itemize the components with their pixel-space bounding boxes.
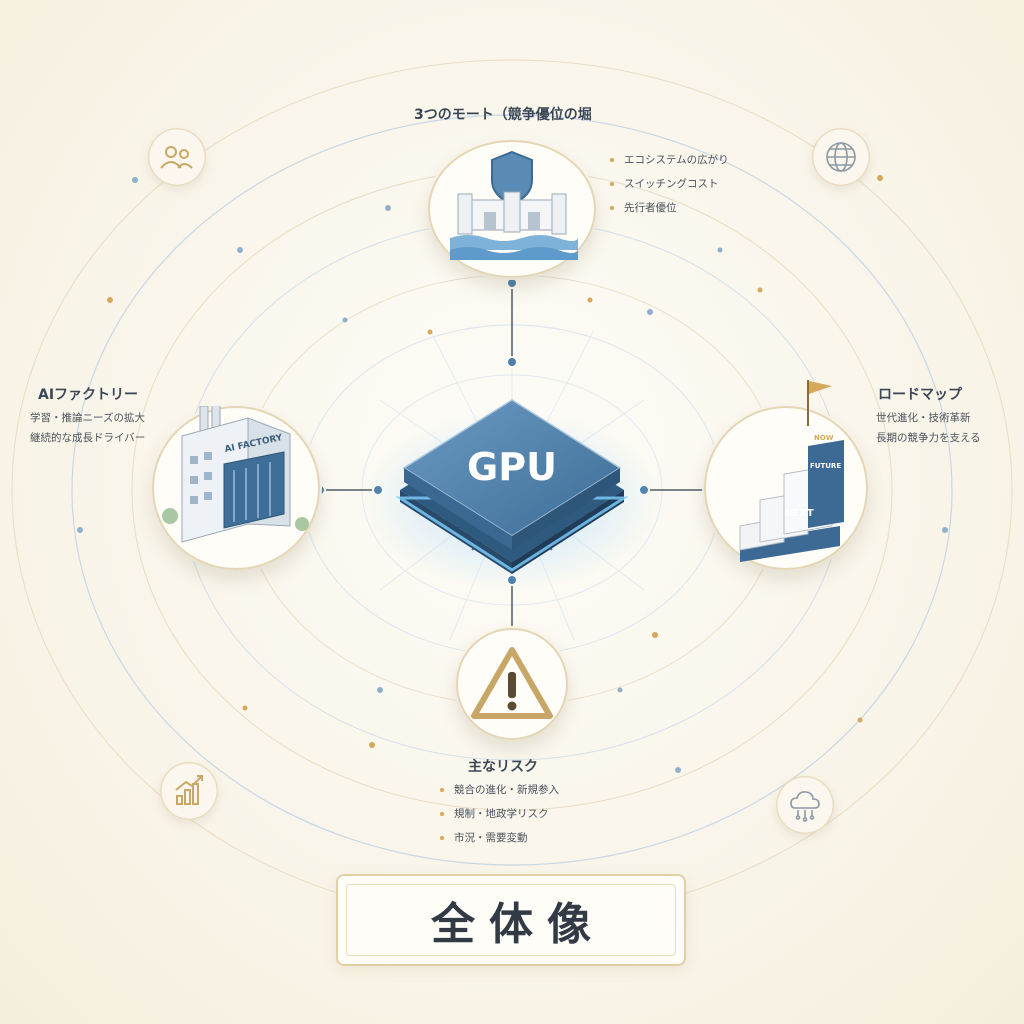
- cloud-icon-badge: [776, 776, 834, 834]
- castle-moat-icon: [450, 150, 578, 260]
- list-item: 競合の進化・新規参入: [440, 778, 559, 802]
- description-line: 長期の競争力を支える: [876, 432, 981, 444]
- flag-icon: [807, 380, 832, 426]
- step-label-now: NOW: [814, 434, 834, 442]
- gpu-label: GPU: [467, 445, 557, 489]
- roadmap-lines: 世代進化・技術革新 長期の競争力を支える: [876, 408, 981, 448]
- list-item: 市況・需要変動: [440, 826, 559, 850]
- risks-bullets: 競合の進化・新規参入 規制・地政学リスク 市況・需要変動: [440, 778, 559, 850]
- roadmap-title: ロードマップ: [878, 387, 962, 403]
- chart-icon-badge: [160, 762, 218, 820]
- description-line: 継続的な成長ドライバー: [30, 432, 146, 444]
- cloud-icon: [790, 791, 820, 822]
- list-item: エコシステムの広がり: [610, 148, 729, 172]
- ai-factory-title: AIファクトリー: [38, 387, 139, 403]
- gpu-chip[interactable]: GPU: [392, 380, 632, 590]
- list-item: 規制・地政学リスク: [440, 802, 559, 826]
- moat-node[interactable]: [428, 140, 596, 278]
- description-line: 学習・推論ニーズの拡大: [30, 412, 145, 424]
- factory-icon: AI FACTORY: [162, 401, 309, 543]
- risks-title: 主なリスク: [468, 759, 538, 775]
- ai-factory-lines: 学習・推論ニーズの拡大 継続的な成長ドライバー: [30, 408, 145, 448]
- moat-bullets: エコシステムの広がり スイッチングコスト 先行者優位: [610, 148, 729, 220]
- overview-title: 全体像: [431, 899, 605, 950]
- step-label-next: NEXT: [784, 508, 814, 519]
- ai-factory-node[interactable]: AI FACTORY: [152, 401, 320, 570]
- risks-node[interactable]: [456, 628, 568, 740]
- warning-icon: [471, 647, 553, 719]
- step-label-future: FUTURE: [810, 462, 841, 470]
- overview-badge: 全体像: [336, 874, 686, 966]
- globe-icon: [826, 142, 856, 172]
- description-line: 世代進化・技術革新: [876, 412, 971, 424]
- badge-frame: 全体像: [346, 884, 676, 956]
- globe-icon-badge: [812, 128, 870, 186]
- stairs-icon: NEXT FUTURE NOW: [739, 434, 844, 562]
- chart-icon: [175, 775, 203, 805]
- users-icon-badge: [148, 128, 206, 186]
- users-icon: [160, 146, 193, 169]
- list-item: 先行者優位: [610, 196, 729, 220]
- roadmap-node[interactable]: NEXT FUTURE NOW: [704, 406, 868, 570]
- list-item: スイッチングコスト: [610, 172, 729, 196]
- moat-title: 3つのモート（競争優位の堀: [414, 107, 592, 123]
